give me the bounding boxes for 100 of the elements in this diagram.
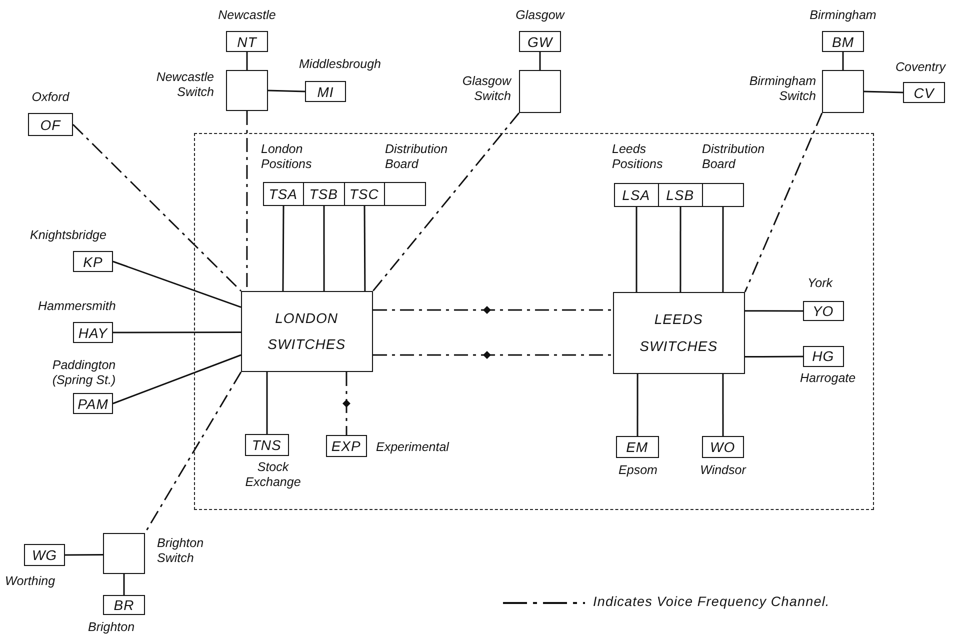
station-box <box>519 31 561 52</box>
station-box <box>24 544 65 566</box>
position-box <box>262 182 304 206</box>
connector-line <box>539 52 541 70</box>
station-code: BR <box>114 598 134 612</box>
place-label: Glasgow Switch <box>461 74 511 104</box>
station-box <box>103 595 145 615</box>
channel-line <box>744 112 823 292</box>
station-code: KP <box>83 254 103 268</box>
position-box <box>302 182 345 206</box>
station-code: MI <box>317 84 334 98</box>
station-code: LSA <box>622 188 650 202</box>
connector-line <box>282 206 284 291</box>
place-label: Brighton Switch <box>157 536 205 566</box>
channel-line <box>372 112 520 292</box>
place-label: Knightsbridge <box>30 228 108 243</box>
station-code: PAM <box>78 396 108 410</box>
place-label: Oxford <box>30 90 70 105</box>
station-box <box>226 31 268 52</box>
switch-box <box>519 70 561 113</box>
station-box <box>73 393 113 414</box>
connector-line <box>636 374 638 436</box>
station-code: OF <box>40 118 61 132</box>
switch-box <box>226 70 268 111</box>
switches-box <box>612 292 745 374</box>
connector-line <box>266 372 268 434</box>
station-box <box>616 436 659 458</box>
station-code: LSB <box>666 188 694 202</box>
place-label: Coventry <box>894 60 947 75</box>
connector-line <box>745 310 803 312</box>
place-label: York <box>806 276 834 291</box>
station-code: YO <box>812 304 834 318</box>
station-box <box>903 82 945 103</box>
place-label: Newcastle Switch <box>155 70 214 100</box>
switches-label: LEEDS SWITCHES <box>638 310 719 356</box>
connector-line <box>123 574 125 595</box>
station-code: TSC <box>349 186 379 201</box>
connector-line <box>112 354 242 404</box>
place-label: Birmingham <box>808 8 878 23</box>
connector-line <box>722 374 724 436</box>
station-code: TNS <box>252 438 282 452</box>
place-label: Windsor <box>699 463 748 478</box>
place-label: Middlesbrough <box>298 57 382 72</box>
channel-line <box>346 372 348 435</box>
station-box <box>28 113 73 136</box>
station-code: WG <box>32 548 58 562</box>
place-label: Hammersmith <box>38 299 117 314</box>
connector-line <box>842 52 844 70</box>
switch-box <box>103 533 145 574</box>
connector-line <box>722 207 724 292</box>
place-label: Brighton <box>88 620 136 635</box>
place-label: Experimental <box>376 440 450 455</box>
place-label: Stock Exchange <box>244 460 302 490</box>
station-code: HG <box>812 349 834 364</box>
station-box <box>244 434 289 456</box>
connector-line <box>364 206 366 291</box>
channel-line <box>72 124 242 292</box>
switch-box <box>822 70 864 113</box>
connector-line <box>112 260 242 308</box>
station-box <box>73 251 113 272</box>
place-label: Glasgow <box>514 8 566 23</box>
place-label: Paddington (Spring St.) <box>51 358 117 388</box>
station-box <box>802 300 844 321</box>
place-label: Newcastle <box>217 8 277 23</box>
station-code: BM <box>832 34 854 48</box>
station-box <box>326 434 367 457</box>
station-box <box>822 31 864 52</box>
connector-line <box>680 207 682 292</box>
place-label: Distribution Board <box>385 142 449 172</box>
connector-line <box>246 52 248 70</box>
place-label: Epsom <box>618 463 658 478</box>
boundary-box <box>194 133 874 510</box>
connector-line <box>745 356 803 358</box>
place-label: Birmingham Switch <box>748 74 816 104</box>
place-label: Distribution Board <box>702 142 766 172</box>
channel-line <box>373 309 613 311</box>
connector-line <box>864 90 904 94</box>
station-code: EM <box>626 440 648 454</box>
place-label: Harrogate <box>800 371 857 386</box>
station-box <box>802 346 844 367</box>
distribution-board-box <box>384 182 426 206</box>
station-box <box>305 81 346 102</box>
position-box <box>614 182 659 207</box>
place-label: Worthing <box>5 574 56 589</box>
connector-line <box>113 332 241 334</box>
channel-line <box>373 354 613 356</box>
station-box <box>702 436 744 458</box>
connector-line <box>323 206 325 291</box>
connector-line <box>636 207 638 292</box>
place-label: London Positions <box>261 142 313 172</box>
legend-text: Indicates Voice Frequency Channel. <box>593 594 830 609</box>
station-code: TSB <box>309 186 338 201</box>
station-code: HAY <box>78 326 108 340</box>
channel-line <box>144 372 242 534</box>
connector-line <box>65 554 103 556</box>
station-code: CV <box>914 86 934 100</box>
position-box <box>658 182 703 207</box>
place-label: Leeds Positions <box>612 142 664 172</box>
connector-line <box>268 90 306 92</box>
station-code: TSA <box>268 186 298 201</box>
